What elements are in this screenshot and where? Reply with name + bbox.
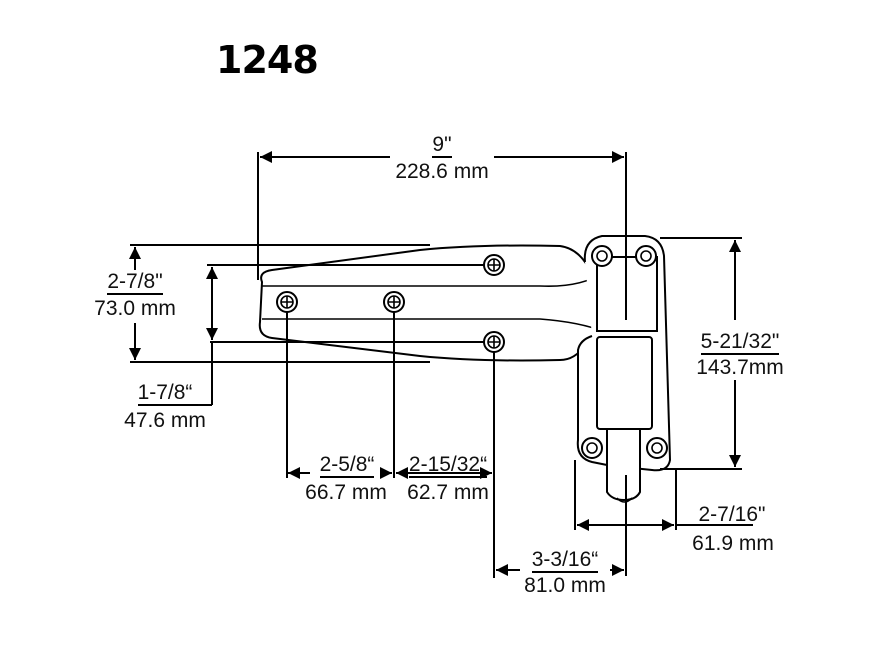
dim-flange-width-imperial: 2-7/16": [698, 503, 766, 526]
dim-flange-height-imperial: 5-21/32": [700, 330, 780, 355]
hole-icon: [483, 254, 505, 276]
hole-icon: [383, 291, 405, 313]
dim-hole-spacing-2-metric: 62.7 mm: [407, 481, 489, 504]
hole-icon: [646, 437, 668, 459]
dimension-lines: [129, 151, 753, 578]
dim-hole-spacing-2-imperial: 2-15/32“: [408, 453, 488, 478]
dim-flange-height-metric: 143.7mm: [696, 356, 784, 379]
dim-strap-height-imperial: 2-7/8": [107, 270, 163, 295]
dim-offset-imperial: 3-3/16“: [531, 548, 599, 573]
hinge-flange: [576, 235, 672, 503]
hole-icon: [591, 245, 613, 267]
hole-icon: [635, 245, 657, 267]
dim-strap-height-metric: 73.0 mm: [94, 297, 176, 320]
dim-hole-spacing-1-imperial: 2-5/8“: [319, 453, 375, 478]
dim-offset-metric: 81.0 mm: [524, 574, 606, 597]
dim-hole-vertical-imperial: 1-7/8“: [137, 381, 193, 406]
dim-hole-vertical-metric: 47.6 mm: [124, 409, 206, 432]
hole-icon: [483, 331, 505, 353]
dim-flange-width-metric: 61.9 mm: [692, 532, 774, 555]
hole-icon: [276, 291, 298, 313]
hole-icon: [581, 437, 603, 459]
dim-width-metric: 228.6 mm: [395, 160, 489, 183]
dim-hole-spacing-1-metric: 66.7 mm: [305, 481, 387, 504]
part-number-title: 1248: [216, 38, 319, 82]
mounting-holes: [276, 245, 668, 459]
dim-width-imperial: 9": [432, 133, 452, 158]
